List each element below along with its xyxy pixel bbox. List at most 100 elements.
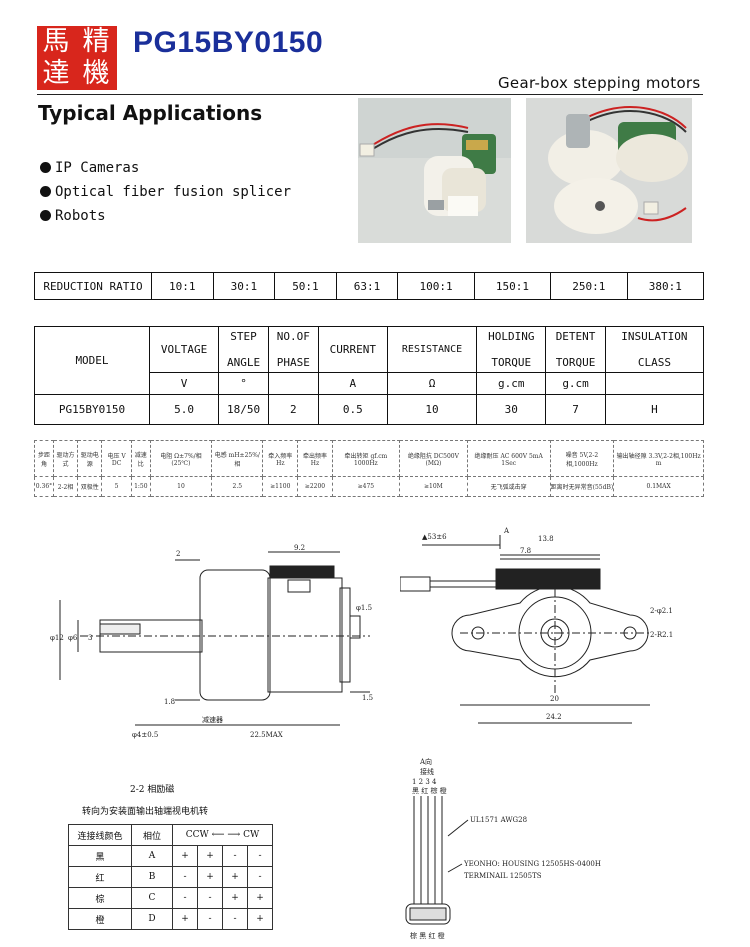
table-cell: ≥1100 (262, 476, 299, 497)
table-cell: + (197, 845, 223, 867)
table-header: 减速比 (130, 440, 151, 477)
table-row: PG15BY0150 5.0 18/50 2 0.5 10 30 7 H (34, 394, 705, 425)
logo-char: 精 (82, 26, 112, 57)
table-row: REDUCTION RATIO 10:1 30:1 50:1 63:1 100:… (34, 272, 705, 300)
dim-label: 1.8 (164, 698, 175, 706)
list-item: IP Cameras (40, 156, 291, 180)
table-header: 输出轴径隙 3.3V,2-2相,100Hz m (613, 440, 704, 477)
table-cell: g.cm (545, 372, 606, 395)
dim-label: 20 (550, 695, 559, 703)
table-cell: 10 (386, 394, 478, 425)
table-cell: 100:1 (397, 272, 475, 300)
dim-label: 13.8 (538, 535, 554, 543)
table-cell: - (247, 845, 273, 867)
dim-label: φ12 (50, 634, 64, 642)
drawing-note: 减速器 (202, 715, 223, 724)
table-cell: - (172, 866, 198, 888)
table-cell: Ω (386, 372, 478, 395)
table-cell: - (247, 866, 273, 888)
wiring-table: 连接线颜色 相位 CCW ⟵ ⟶ CW 黑 A + + - - 红 B - + … (68, 824, 273, 930)
table-cell: 380:1 (626, 272, 705, 300)
table-cell: - (197, 887, 223, 909)
cable-spec: UL1571 AWG28 (470, 816, 527, 824)
table-cell: + (222, 866, 248, 888)
table-cell: 18/50 (218, 394, 269, 425)
side-view-drawing: 9.2 2 φ12 φ6 3 1.8 φ1.5 1.5 φ4±0.5 22.5M… (50, 544, 373, 739)
table-row: V ° A Ω g.cm g.cm (35, 372, 705, 395)
table-cell: 50:1 (274, 272, 337, 300)
table-header: CURRENT (317, 326, 388, 373)
table-header: 绝缘耐压 AC 600V 5mA 1Sec (466, 440, 551, 477)
front-view-drawing: ▲53±6 A 13.8 7.8 2-φ2.1 2-R2.1 20 24.2 (400, 527, 673, 724)
dim-label: 9.2 (294, 544, 305, 552)
table-cell: ≥475 (331, 476, 401, 497)
table-cell: 7 (545, 394, 606, 425)
dim-label: 2-R2.1 (650, 631, 673, 639)
table-cell: 1:50 (130, 476, 151, 497)
table-cell: 双极性 (77, 476, 103, 497)
pin-numbers: 1 2 3 4 (412, 778, 437, 786)
list-item: Robots (40, 204, 291, 228)
motor-photo (358, 98, 511, 243)
table-cell: A (131, 845, 173, 867)
dim-label: 22.5MAX (250, 731, 283, 739)
table-cell: 5 (101, 476, 132, 497)
brand-logo: 馬 精 達 機 (37, 26, 117, 90)
table-cell: 0.36° (34, 476, 54, 497)
table-cell: 10 (149, 476, 213, 497)
table-cell: - (222, 908, 248, 930)
table-cell: 2 (267, 394, 319, 425)
table-cell: 0.1MAX (613, 476, 704, 497)
dim-label: A (503, 527, 510, 535)
housing-spec: YEONHO: HOUSING 12505HS-0400H (463, 860, 601, 868)
table-cell: 无飞弧或击穿 (466, 476, 551, 497)
wiring-title: 2-2 相励磁 (130, 785, 175, 795)
table-row: 连接线颜色 相位 CCW ⟵ ⟶ CW (68, 824, 273, 846)
table-header: 绝缘阻抗 DC500V (MΩ) (399, 440, 468, 477)
connector-title: A向 (419, 757, 432, 766)
table-header: 牵出频率 Hz (297, 440, 333, 477)
table-cell: + (222, 887, 248, 909)
table-header: 连接线颜色 (68, 824, 132, 846)
table-cell: ° (218, 372, 269, 395)
dim-label: 24.2 (546, 713, 562, 721)
wiring-subtitle: 转向为安装面输出轴端视电机转 (82, 807, 209, 817)
table-cell: 30 (476, 394, 547, 425)
bottom-colors: 棕 黑 红 橙 (410, 931, 445, 940)
table-cell: + (247, 908, 273, 930)
dim-label: φ6 (68, 634, 78, 642)
table-cell: - (197, 908, 223, 930)
table-header: 驱动电源 (77, 440, 103, 477)
table-cell: 250:1 (550, 272, 628, 300)
table-row: 0.36° 2-2相 双极性 5 1:50 10 2.5 ≥1100 ≥2200… (34, 476, 704, 497)
cn-spec-table: 步距角 驱动方式 驱动电源 电压 V DC 减速比 电阻 Ω±7%/相 (25℃… (34, 440, 704, 497)
table-cell: 距离时无异常音(55dB) (549, 476, 615, 497)
table-cell: A (317, 372, 388, 395)
table-cell: 棕 (68, 887, 132, 909)
table-header: 牵出转矩 gf.cm 1000Hz (331, 440, 401, 477)
pin-colors: 黑 红 棕 橙 (412, 786, 447, 795)
table-cell: 橙 (68, 908, 132, 930)
table-cell: + (247, 887, 273, 909)
header-divider (37, 94, 703, 95)
logo-char: 機 (82, 58, 112, 89)
table-cell: 5.0 (148, 394, 220, 425)
dim-label: ▲53±6 (422, 533, 447, 541)
bullet-icon (40, 162, 51, 173)
logo-char: 馬 (42, 26, 72, 57)
list-item: Optical fiber fusion splicer (40, 180, 291, 204)
table-header: 电感 mH±25%/相 (211, 440, 264, 477)
table-row: 红 B - + + - (68, 866, 273, 888)
dim-label: φ1.5 (356, 604, 372, 612)
table-row: 橙 D + - - + (68, 908, 273, 930)
table-cell: PG15BY0150 (34, 394, 150, 425)
table-cell: D (131, 908, 173, 930)
connector-sub: 接线 (420, 767, 434, 776)
page-subtitle: Gear-box stepping motors (498, 74, 701, 92)
dim-label: 2-φ2.1 (650, 607, 673, 615)
